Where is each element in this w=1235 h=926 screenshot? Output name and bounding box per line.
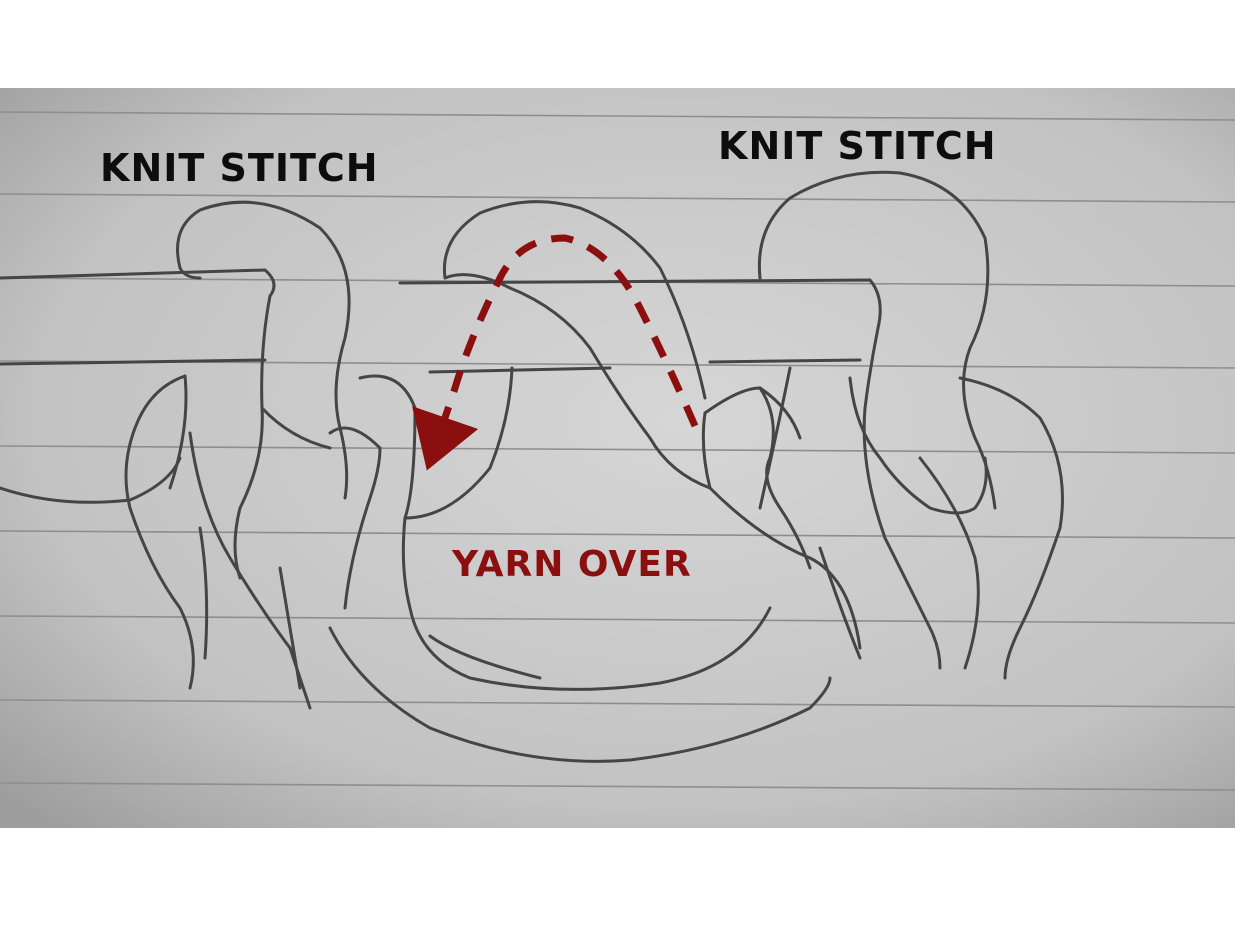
big-bottom-loop-outer bbox=[328, 626, 832, 763]
row-strand-top-middle bbox=[398, 278, 882, 330]
yarn-strands bbox=[0, 170, 1064, 763]
row-strand-bottom-right bbox=[708, 358, 862, 364]
right-stitch-tail-b bbox=[918, 456, 980, 670]
left-lower-leg-c bbox=[198, 526, 209, 660]
big-bottom-loop-inner bbox=[408, 606, 772, 691]
paper-background bbox=[0, 88, 1235, 828]
knitting-diagram bbox=[0, 88, 1235, 828]
right-stitch-leg-a bbox=[701, 411, 862, 650]
right-stitch-long-leg bbox=[862, 326, 942, 670]
yo-inner-strand bbox=[443, 273, 712, 490]
right-stitch-leg-c bbox=[758, 366, 792, 510]
row-strand-top-left bbox=[0, 268, 276, 298]
notebook-paper-photo bbox=[0, 88, 1235, 828]
left-outer-loop-a bbox=[124, 374, 187, 510]
bottom-loop-highlight bbox=[428, 634, 542, 680]
right-outer-tail bbox=[958, 376, 1064, 680]
row-strand-bottom-left bbox=[0, 358, 267, 366]
left-stitch-crossover bbox=[260, 406, 332, 450]
center-left-stitch bbox=[328, 426, 382, 610]
left-stitch-loop-tip bbox=[178, 266, 202, 280]
right-big-loop bbox=[757, 170, 997, 510]
knit-stitch-label-right: KNIT STITCH bbox=[718, 124, 997, 168]
center-left-yo-leg bbox=[358, 374, 417, 610]
right-stitch-tail-c bbox=[818, 546, 862, 660]
yo-over-needle bbox=[442, 200, 707, 400]
yarn-path-arrow bbox=[412, 234, 699, 471]
yarn-over-label: YARN OVER bbox=[452, 544, 692, 585]
knit-stitch-label-left: KNIT STITCH bbox=[100, 146, 379, 190]
left-yarn-tail bbox=[0, 456, 182, 504]
left-stitch-inner-leg bbox=[233, 294, 272, 580]
left-lower-leg-d bbox=[278, 566, 302, 690]
left-outer-loop-b bbox=[168, 374, 188, 490]
left-lower-leg-b bbox=[128, 506, 195, 690]
yo-left-upper bbox=[403, 366, 514, 520]
